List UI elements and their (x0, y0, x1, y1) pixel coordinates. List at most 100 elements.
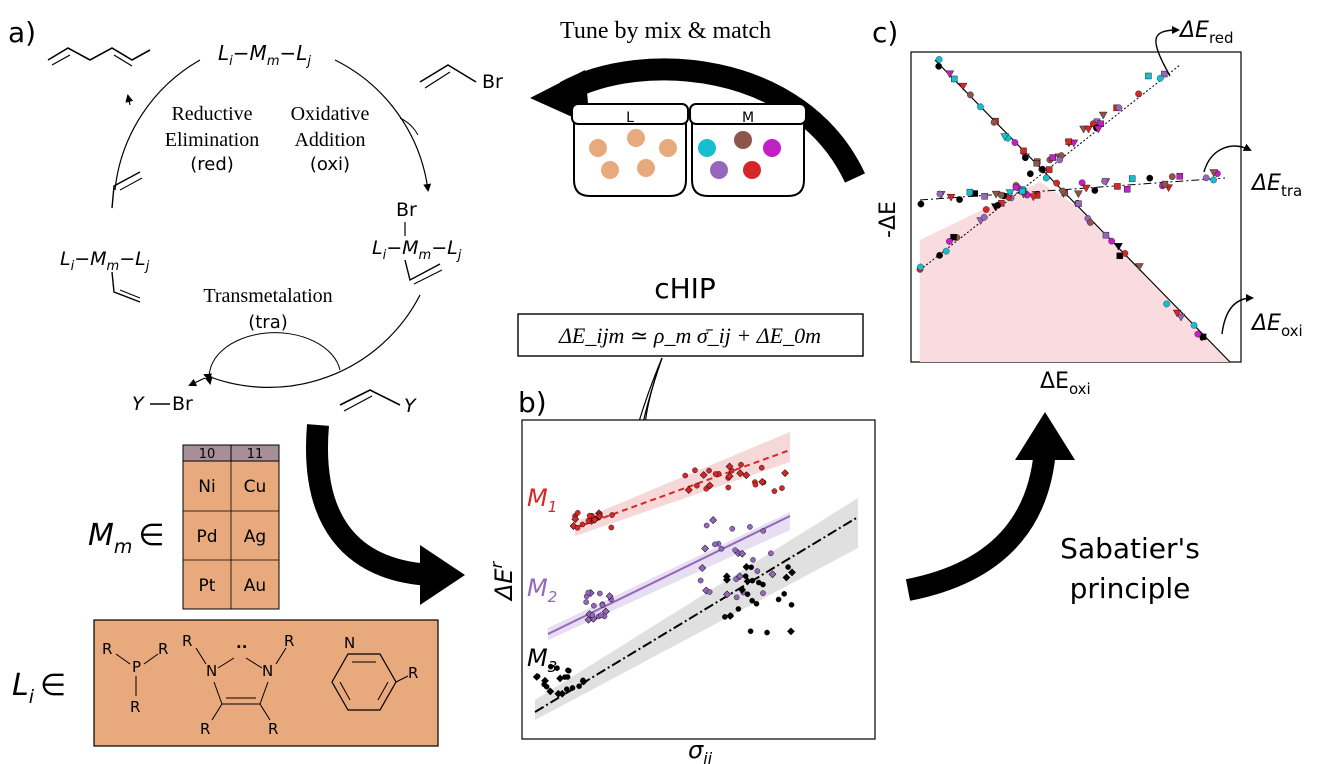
svg-text:Pt: Pt (199, 576, 216, 596)
chip-equation-box (517, 313, 864, 357)
scatter-point (597, 590, 603, 597)
fit-line-m3 (534, 516, 859, 713)
scatter-point (1124, 186, 1131, 193)
scatter-point (595, 512, 604, 521)
scatter-point (694, 482, 700, 489)
arrow-to-b (306, 424, 431, 586)
scatter-point (753, 600, 760, 607)
scatter-point (1074, 190, 1083, 199)
svg-text:11: 11 (247, 447, 264, 462)
annot-tra: ΔEtra (1203, 143, 1302, 200)
annot-oxi: ΔEoxi (1221, 294, 1303, 340)
scatter-point (1093, 125, 1103, 134)
svg-text:ΔEoxi: ΔEoxi (1250, 311, 1303, 340)
scatter-point (722, 614, 728, 620)
scatter-point (1210, 176, 1217, 184)
scatter-point (967, 91, 974, 99)
scatter-point (1078, 179, 1086, 187)
scatter-point (1156, 74, 1164, 82)
svg-text:R: R (182, 632, 192, 650)
scatter-point (727, 612, 734, 619)
oxi-label: Oxidative Addition (oxi) (291, 103, 370, 175)
svg-text:(tra): (tra) (248, 312, 288, 333)
svg-text:ΔEred: ΔEred (1178, 18, 1234, 47)
scatter-point (750, 557, 756, 563)
scatter-point (599, 602, 606, 608)
scatter-point (1101, 177, 1109, 185)
scatter-point (1209, 169, 1219, 177)
scatter-point (1194, 330, 1202, 338)
scatter-point (735, 572, 744, 581)
scatter-point (571, 515, 580, 523)
scatter-point (735, 606, 742, 612)
scatter-point (782, 573, 791, 582)
scatter-point (608, 524, 615, 531)
scatter-point (585, 589, 592, 596)
scatter-point (742, 471, 751, 480)
scatter-point (1086, 219, 1094, 226)
scatter-point (980, 213, 988, 221)
svg-text:R: R (268, 720, 278, 738)
scatter-point (590, 515, 599, 524)
scatter-point (1021, 154, 1029, 162)
arrow-to-c (905, 448, 1056, 601)
scatter-point (787, 627, 795, 636)
jar-ligands: L (571, 103, 689, 197)
svg-text:Cu: Cu (244, 477, 267, 497)
scatter-point (752, 481, 759, 488)
scatter-point (583, 599, 589, 605)
scatter-point (747, 628, 754, 635)
scatter-point (768, 550, 774, 557)
svg-text:(red): (red) (190, 154, 234, 175)
scatter-point (682, 472, 689, 479)
scatter-point (1039, 165, 1046, 173)
scatter-point (945, 70, 955, 79)
scatter-point (576, 683, 582, 690)
scatter-point (917, 263, 924, 271)
svg-text:M1: M1 (527, 484, 557, 516)
line-tra (919, 177, 1226, 201)
scatter-point (754, 568, 761, 574)
plot-b-ylabel: ΔEr (487, 560, 518, 602)
scatter-point (1168, 173, 1176, 180)
plot-b-xlabel: σij (688, 736, 713, 764)
svg-text:10: 10 (199, 447, 216, 462)
svg-text:R: R (130, 698, 140, 716)
panel-c-label: c) (872, 16, 898, 49)
scatter-point (981, 193, 988, 200)
scatter-point (1202, 174, 1210, 182)
tune-label: Tune by mix & match (560, 18, 771, 44)
scatter-point (609, 512, 615, 518)
scatter-point (569, 685, 576, 691)
svg-text:Li−Mm−Lj: Li−Mm−Lj (60, 248, 150, 274)
scatter-point (703, 522, 710, 529)
scatter-point (936, 252, 943, 259)
scatter-point (574, 524, 581, 531)
scatter-point (547, 663, 554, 670)
svg-text:Au: Au (244, 576, 266, 596)
scatter-point (966, 188, 974, 196)
scatter-point (732, 547, 738, 553)
scatter-point (990, 118, 998, 126)
band-m1 (575, 432, 790, 536)
scatter-point (584, 615, 593, 624)
svg-text:Br: Br (482, 71, 503, 93)
scatter-point (699, 471, 708, 479)
y-br: Y Br (132, 393, 193, 415)
svg-text:Y: Y (404, 395, 417, 417)
br-entry-arc (399, 117, 419, 136)
svg-text:Y: Y (132, 393, 145, 415)
svg-text:Pd: Pd (196, 527, 217, 547)
scatter-point (935, 56, 943, 63)
svg-text:M2: M2 (527, 574, 557, 606)
scatter-point (950, 233, 957, 241)
scatter-point (1102, 231, 1110, 239)
scatter-point (1049, 154, 1057, 161)
scatter-point (1026, 170, 1034, 178)
scatter-point (706, 467, 712, 474)
butadiene-molecule (47, 47, 151, 61)
li-label: Li∈ (12, 668, 66, 708)
svg-text:Oxidative: Oxidative (291, 103, 370, 125)
plot-b-series-labels: M1 M2 M3 (527, 484, 557, 676)
scatter-point (725, 484, 732, 491)
